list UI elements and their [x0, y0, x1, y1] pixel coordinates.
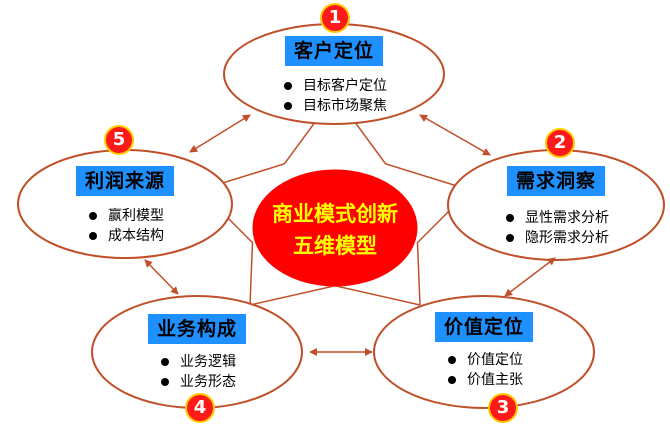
number-badge-1: 1 — [320, 3, 350, 33]
arrow-4-5 — [144, 259, 179, 295]
node-customer-positioning: 客户定位 目标客户定位 目标市场聚焦 — [224, 24, 444, 124]
number-badge-5: 5 — [104, 125, 134, 155]
node-item-list: 价值定位 价值主张 — [445, 350, 523, 390]
list-item: 隐形需求分析 — [503, 228, 609, 248]
node-title: 价值定位 — [434, 312, 534, 342]
list-item: 业务逻辑 — [158, 352, 236, 372]
node-profit-source: 利润来源 赢利模型 成本结构 — [18, 150, 232, 258]
node-value-positioning: 价值定位 价值定位 价值主张 — [374, 296, 594, 408]
number-badge-3: 3 — [488, 393, 518, 423]
center-ellipse — [252, 169, 418, 287]
node-item-list: 目标客户定位 目标市场聚焦 — [281, 76, 387, 116]
node-item-list: 业务逻辑 业务形态 — [158, 352, 236, 392]
node-item-list: 显性需求分析 隐形需求分析 — [503, 208, 609, 248]
node-business-composition: 业务构成 业务逻辑 业务形态 — [92, 296, 302, 408]
arrow-1-2 — [419, 114, 491, 156]
list-item: 价值定位 — [445, 350, 523, 370]
ellipse-value-positioning — [373, 295, 595, 409]
center-label: 商业模式创新 五维模型 — [255, 198, 415, 262]
arrow-1-5 — [189, 114, 251, 153]
list-item: 业务形态 — [158, 372, 236, 392]
node-title: 利润来源 — [75, 166, 175, 196]
number-badge-4: 4 — [185, 393, 215, 423]
node-title: 需求洞察 — [506, 166, 606, 196]
node-title: 客户定位 — [284, 36, 384, 66]
list-item: 价值主张 — [445, 370, 523, 390]
center-label-line1: 商业模式创新 — [272, 202, 398, 226]
arrow-2-3 — [504, 257, 556, 297]
list-item: 目标客户定位 — [281, 76, 387, 96]
list-item: 赢利模型 — [86, 206, 164, 226]
list-item: 显性需求分析 — [503, 208, 609, 228]
list-item: 成本结构 — [86, 226, 164, 246]
node-demand-insight: 需求洞察 显性需求分析 隐形需求分析 — [448, 150, 664, 260]
node-item-list: 赢利模型 成本结构 — [86, 206, 164, 246]
node-title: 业务构成 — [147, 314, 247, 344]
list-item: 目标市场聚焦 — [281, 96, 387, 116]
number-badge-2: 2 — [545, 128, 575, 158]
center-label-line2: 五维模型 — [293, 234, 377, 258]
